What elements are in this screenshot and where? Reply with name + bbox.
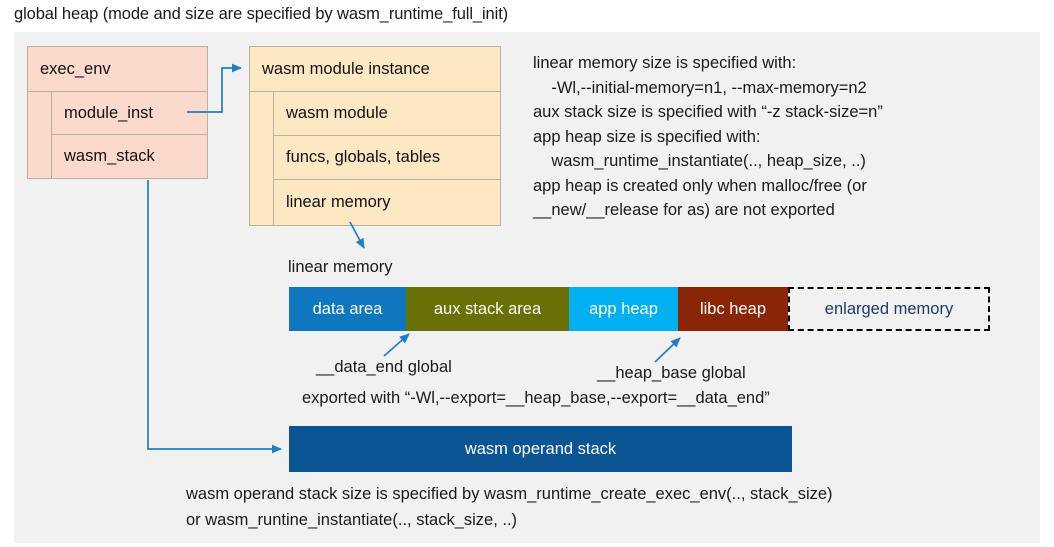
- module-instance-gutter: [250, 92, 274, 225]
- exec-env-rows: module_inst wasm_stack: [52, 92, 207, 178]
- module-instance-rows: wasm module funcs, globals, tables linea…: [274, 92, 500, 225]
- module-instance-header: wasm module instance: [250, 47, 500, 92]
- exec-env-header: exec_env: [28, 47, 207, 92]
- memory-segment-data-area: data area: [289, 287, 406, 331]
- module-instance-field-linear-memory: linear memory: [286, 193, 391, 211]
- operand-stack-notes: wasm operand stack size is specified by …: [186, 485, 833, 529]
- wasm-operand-stack-bar: wasm operand stack: [289, 426, 792, 472]
- exec-env-box: exec_env module_inst wasm_stack: [27, 46, 208, 179]
- exec-env-body: module_inst wasm_stack: [28, 92, 207, 178]
- memory-segment-libc-heap: libc heap: [678, 287, 788, 331]
- exec-env-gutter: [28, 92, 52, 178]
- annotation-heap-base: __heap_base global: [597, 364, 746, 382]
- module-instance-field-funcs-globals-tables: funcs, globals, tables: [274, 136, 500, 180]
- linear-memory-caption: linear memory: [288, 258, 393, 276]
- annotation-data-end: __data_end global: [316, 358, 452, 376]
- memory-segment-app-heap: app heap: [569, 287, 678, 331]
- wasm-module-instance-box: wasm module instance wasm module funcs, …: [249, 46, 501, 226]
- exec-env-field-wasm-stack: wasm_stack: [64, 147, 155, 165]
- memory-segment-enlarged-memory: enlarged memory: [788, 287, 990, 331]
- memory-segment-aux-stack-area: aux stack area: [406, 287, 569, 331]
- exec-env-field-module-inst: module_inst: [52, 92, 207, 135]
- module-instance-field-wasm-module: wasm module: [274, 92, 500, 136]
- annotation-exported-with: exported with “-Wl,--export=__heap_base,…: [302, 389, 770, 407]
- module-instance-body: wasm module funcs, globals, tables linea…: [250, 92, 500, 225]
- memory-config-notes: linear memory size is specified with: -W…: [533, 54, 883, 219]
- page-title: global heap (mode and size are specified…: [14, 5, 509, 23]
